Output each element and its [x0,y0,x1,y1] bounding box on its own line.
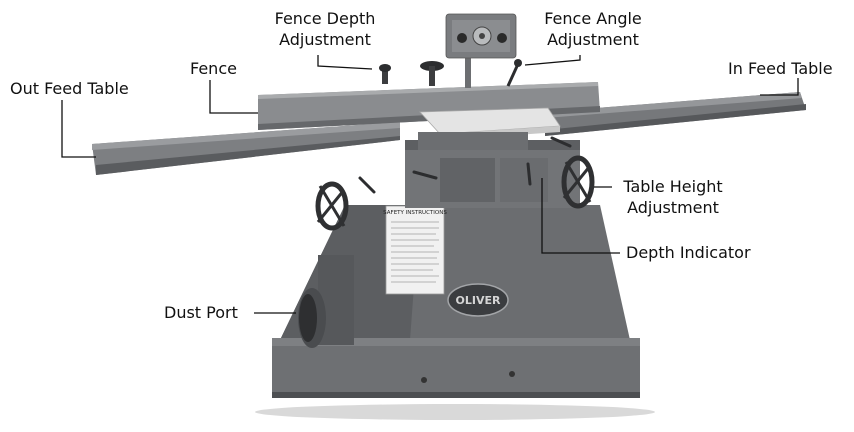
leader-in-feed-table [760,78,799,96]
in-feed-table-shape [545,92,806,136]
control-box [445,13,517,88]
lock-levers [358,136,572,194]
callout-fence-angle-adjustment: Fence Angle Adjustment [530,8,656,50]
floor-shadow [255,404,655,420]
callout-fence-depth-line1: Fence Depth [274,9,376,28]
right-handwheel [561,155,595,209]
safety-plate: SAFETY INSTRUCTIONS [383,205,447,295]
brand-logo: OLIVER [456,294,501,307]
leader-fence [209,80,258,114]
callout-in-feed-table: In Feed Table [728,59,833,78]
leader-out-feed-table [61,100,96,158]
fence-depth-knob [379,61,444,86]
leader-depth-indicator [541,178,620,254]
oliver-badge: OLIVER [447,283,509,317]
out-feed-table-shape [92,122,400,175]
callout-out-feed-table: Out Feed Table [10,79,129,98]
callout-fence-depth-line2: Adjustment [279,30,371,49]
callout-table-height-adjustment: Table Height Adjustment [608,176,738,218]
blade-guard [418,107,561,150]
leader-fence-angle [524,55,581,66]
callout-depth-indicator: Depth Indicator [626,243,751,262]
callout-dust-port: Dust Port [164,303,238,322]
callout-table-height-line2: Adjustment [627,198,719,217]
fence-angle-lever [506,59,522,87]
callout-fence-angle-line1: Fence Angle [544,9,642,28]
callout-table-height-line1: Table Height [623,177,723,196]
left-handwheel [315,181,349,231]
safety-plate-title: SAFETY INSTRUCTIONS [383,210,447,216]
dust-port [298,255,354,348]
leader-fence-depth [317,55,373,70]
callout-fence-depth-adjustment: Fence Depth Adjustment [262,8,388,50]
cutter-head-housing [405,140,580,208]
callout-fence-angle-line2: Adjustment [547,30,639,49]
callout-fence: Fence [190,59,237,78]
